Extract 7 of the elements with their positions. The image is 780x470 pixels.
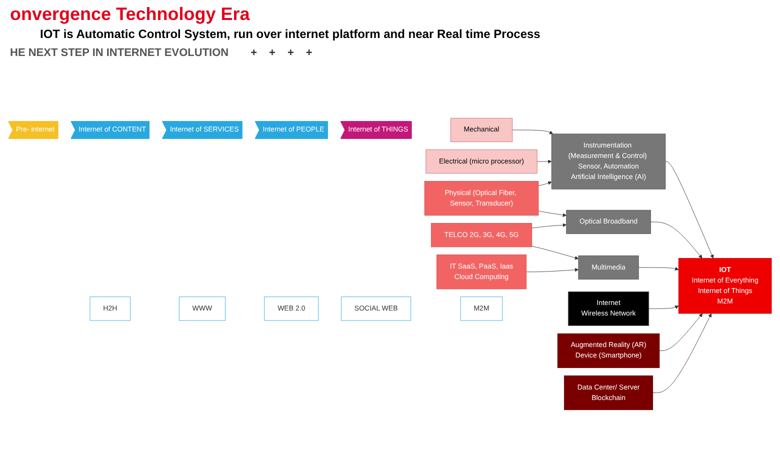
headline-text: IOT is Automatic Control System, run over internet platform and near Real time Process [40,27,540,41]
plus-sign: + [287,47,294,59]
plus-sign: + [250,47,258,59]
plus-sign: + [269,47,276,59]
plus-sign: + [306,47,312,59]
section-heading: HE NEXT STEP IN INTERNET EVOLUTION [10,47,229,59]
slide-title: onvergence Technology Era [10,4,250,25]
